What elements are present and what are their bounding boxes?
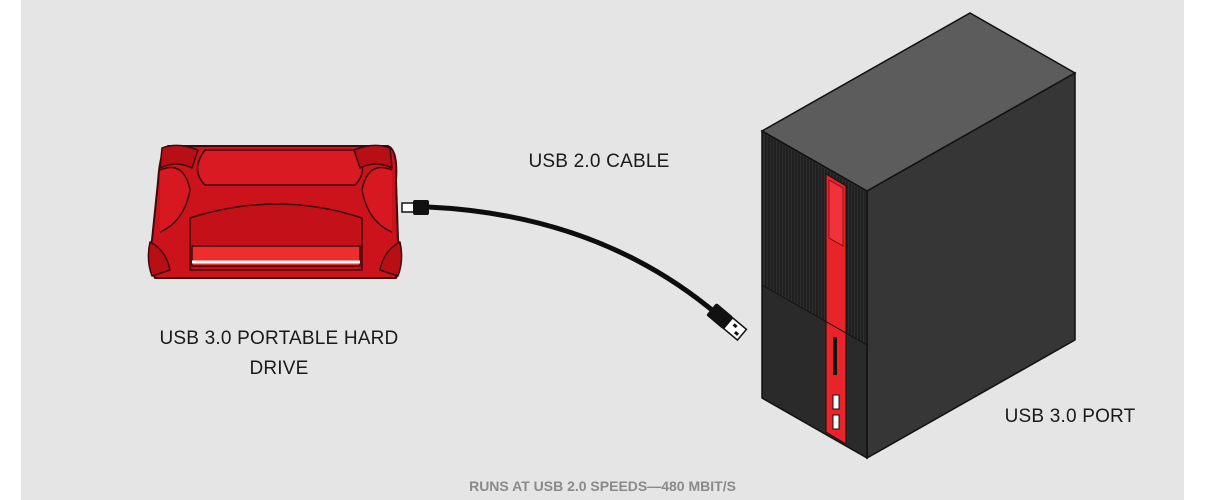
speed-caption: RUNS AT USB 2.0 SPEEDS—480 MBIT/S	[469, 478, 736, 494]
cable-label: USB 2.0 CABLE	[528, 151, 670, 172]
usb-cable-icon	[401, 200, 748, 342]
computer-tower-icon	[760, 12, 1077, 460]
drive-label: USB 3.0 PORTABLE HARD DRIVE	[159, 328, 399, 379]
port-label: USB 3.0 PORT	[1004, 406, 1136, 427]
hard-drive-icon	[147, 144, 403, 279]
